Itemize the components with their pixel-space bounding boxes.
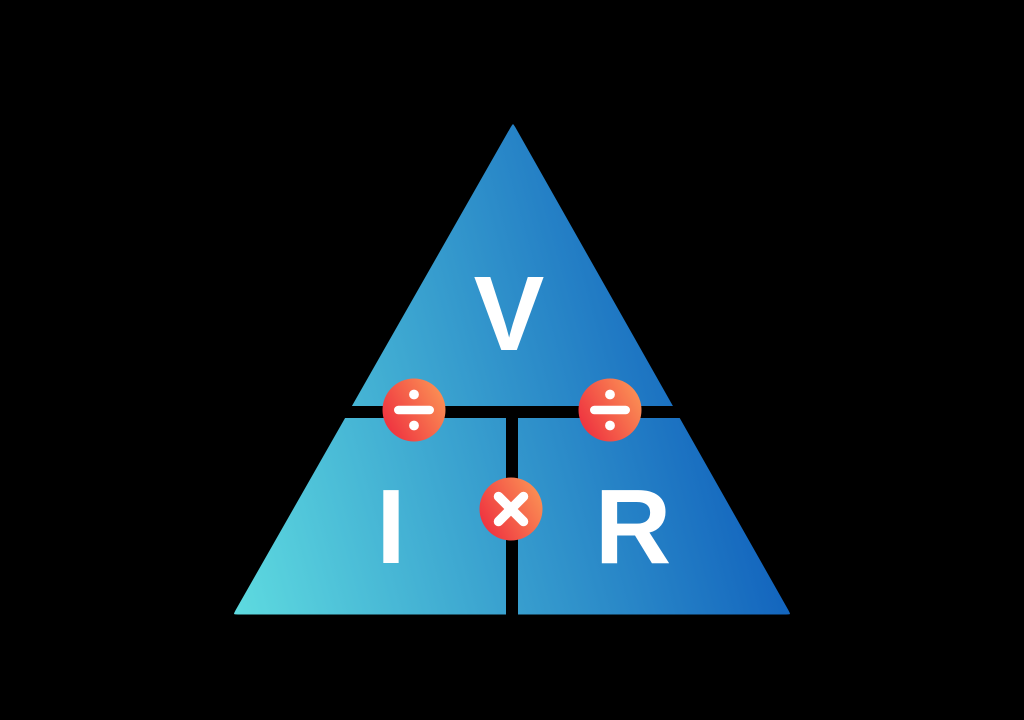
divide-icon: [394, 389, 434, 431]
divide-badge-left: [382, 378, 446, 442]
resistance-label: R: [595, 468, 672, 586]
divide-badge-right: [578, 378, 642, 442]
multiply-badge: [479, 477, 543, 541]
current-label: I: [376, 468, 405, 586]
divide-icon: [590, 389, 630, 431]
triangle-body: [220, 110, 804, 628]
voltage-label: V: [474, 255, 545, 373]
multiply-icon: [493, 491, 529, 527]
